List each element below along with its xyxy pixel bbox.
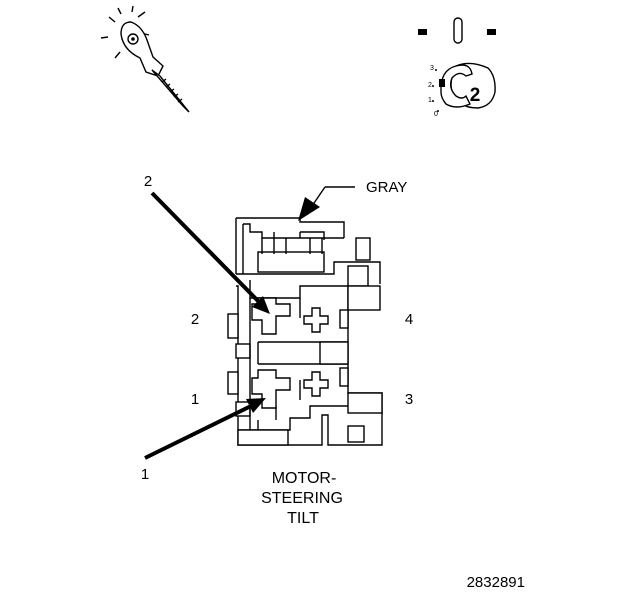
figure-id: 2832891 <box>467 574 525 591</box>
arrow-label-2: 2 <box>144 173 152 190</box>
pin-2-arrow <box>150 191 270 314</box>
cavity-label-2: 2 <box>191 311 199 328</box>
title-line-2: STEERING <box>261 490 343 507</box>
cavity-label-4: 4 <box>405 311 413 328</box>
meter-scale-labels: 3 2 1 0 <box>428 65 438 118</box>
meter-scale-2: 2 <box>428 82 432 89</box>
cavity-label-3: 3 <box>405 391 413 408</box>
terminal-cavity-3 <box>303 371 329 397</box>
ohmmeter-rotary-selector-icon <box>418 17 496 112</box>
terminal-cavity-1 <box>251 369 291 409</box>
gray-callout-arrow <box>298 186 355 221</box>
connector-body <box>227 217 383 446</box>
pin-1-arrow <box>144 398 266 460</box>
title-line-3: TILT <box>287 510 319 527</box>
meter-scale-3: 3 <box>430 65 434 72</box>
meter-scale-1: 1 <box>428 97 432 104</box>
arrow-label-1: 1 <box>141 466 149 483</box>
meter-scale-0: 0 <box>434 111 438 118</box>
test-probe-light-icon <box>100 5 190 113</box>
cavity-label-1: 1 <box>191 391 199 408</box>
title-line-1: MOTOR- <box>272 470 337 487</box>
terminal-cavity-4 <box>303 307 329 333</box>
gray-color-label: GRAY <box>366 179 407 196</box>
meter-setting-value: 2 <box>470 85 481 106</box>
